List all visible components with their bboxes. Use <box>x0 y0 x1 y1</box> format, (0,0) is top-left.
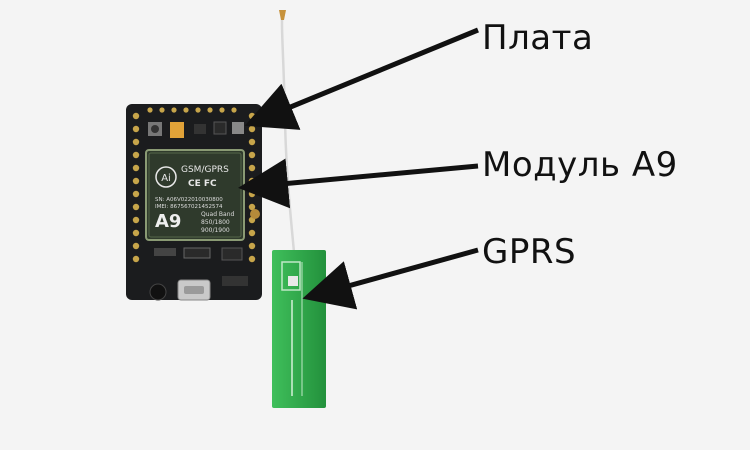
module-sn: SN: A06V022010030800 <box>155 197 223 203</box>
gprs-label: GPRS <box>482 232 577 272</box>
module-band-2: 900/1900 <box>201 227 230 234</box>
module-band-name: Quad Band <box>201 211 235 218</box>
antenna-cable <box>280 15 296 253</box>
board-arrow <box>244 27 479 130</box>
top-pin-row <box>147 107 237 113</box>
pcb-board: Ai GSM/GPRS CE FC SN: A06V022010030800 I… <box>126 104 262 301</box>
ai-logo-icon <box>155 166 177 188</box>
module-certs: CE FC <box>188 179 217 189</box>
gprs-antenna <box>272 250 326 408</box>
module-label: Модуль А9 <box>482 145 678 185</box>
module-imei: IMEI: 867567021452574 <box>155 204 223 210</box>
module-band-1: 850/1800 <box>201 219 230 226</box>
power-button <box>232 122 244 134</box>
ipex-connector <box>250 209 260 219</box>
module-model: A9 <box>155 211 181 232</box>
a9-module: Ai GSM/GPRS CE FC SN: A06V022010030800 I… <box>145 149 245 241</box>
capacitor <box>170 122 184 138</box>
microphone <box>149 283 167 301</box>
left-pin-header <box>132 112 140 263</box>
module-arrow <box>238 158 479 209</box>
module-title: GSM/GPRS <box>181 165 229 175</box>
module-logo-text: Ai <box>161 173 171 184</box>
board-label: Плата <box>482 18 594 58</box>
gprs-arrow <box>302 247 479 310</box>
cable-connector <box>279 10 286 20</box>
